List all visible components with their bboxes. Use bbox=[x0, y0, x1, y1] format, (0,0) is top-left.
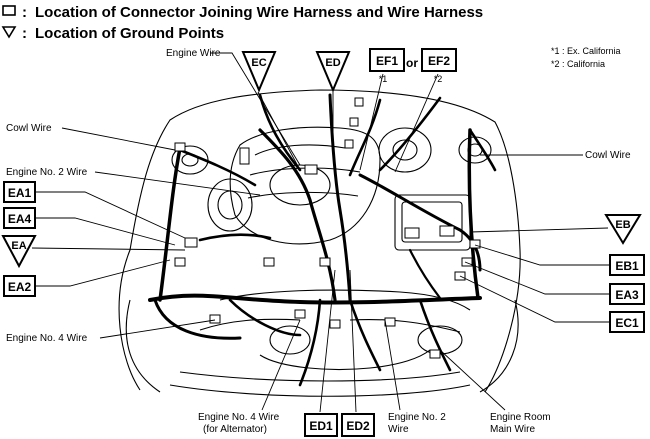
engine-bay-drawing bbox=[118, 89, 521, 397]
ea4-tag-text: EA4 bbox=[8, 212, 32, 226]
engine-no2-wire-left-label: Engine No. 2 Wire bbox=[6, 167, 88, 178]
ec-tag-text: EC bbox=[251, 57, 266, 69]
ea-tag-text: EA bbox=[11, 240, 26, 252]
ground-point-eb: EB bbox=[604, 214, 642, 245]
connector-square-icon bbox=[2, 5, 16, 16]
connector-ef1: EF1 bbox=[369, 48, 405, 72]
ground-point-ec: EC bbox=[241, 51, 277, 93]
ea3-tag-text: EA3 bbox=[615, 288, 639, 302]
or-text: or bbox=[406, 56, 418, 70]
ed2-tag-text: ED2 bbox=[346, 419, 370, 433]
ef1-tag-text: EF1 bbox=[376, 54, 398, 68]
ef2-note: *2 bbox=[434, 74, 443, 84]
ground-triangle-icon bbox=[1, 26, 17, 39]
ground-point-ea: EA bbox=[1, 235, 37, 269]
engine-no4-wire-label: Engine No. 4 Wire bbox=[6, 333, 88, 344]
ed1-tag-text: ED1 bbox=[309, 419, 333, 433]
ec1-tag-text: EC1 bbox=[615, 316, 639, 330]
engine-wire-label: Engine Wire bbox=[166, 48, 221, 59]
connector-ec1: EC1 bbox=[609, 311, 645, 333]
eb-tag-text: EB bbox=[615, 219, 630, 231]
connector-ef2: EF2 bbox=[421, 48, 457, 72]
engine-no2-bottom-label-line2: Wire bbox=[388, 424, 409, 435]
leader-lines bbox=[31, 52, 610, 413]
legend-ground-colon: : bbox=[22, 25, 27, 42]
legend-ground-text: Location of Ground Points bbox=[35, 25, 224, 42]
ed-tag-text: ED bbox=[325, 57, 340, 69]
note-1-text: : Ex. California bbox=[562, 46, 621, 56]
connector-blocks bbox=[174, 97, 481, 359]
engine-no4-alt-label-line1: Engine No. 4 Wire bbox=[198, 412, 280, 423]
connector-ea2: EA2 bbox=[3, 275, 36, 297]
cowl-wire-left-label: Cowl Wire bbox=[6, 123, 52, 134]
ef1-note: *1 bbox=[379, 74, 388, 84]
connector-ea3: EA3 bbox=[609, 283, 645, 305]
legend-ground-row: : Location of Ground Points bbox=[1, 25, 224, 42]
ea2-tag-text: EA2 bbox=[8, 280, 32, 294]
note-2-mark: *2 bbox=[551, 59, 560, 69]
connector-ed2: ED2 bbox=[341, 413, 375, 437]
legend-connector-colon: : bbox=[22, 4, 27, 21]
connector-eb1: EB1 bbox=[609, 254, 645, 276]
ef2-tag-text: EF2 bbox=[428, 54, 450, 68]
note-1-mark: *1 bbox=[551, 46, 560, 56]
note-2-text: : California bbox=[562, 59, 605, 69]
connector-ea4: EA4 bbox=[3, 207, 36, 229]
eb1-tag-text: EB1 bbox=[615, 259, 639, 273]
ground-point-ed: ED bbox=[315, 51, 351, 93]
engine-no2-bottom-label-line1: Engine No. 2 bbox=[388, 412, 446, 423]
wire-harness-paths bbox=[148, 93, 497, 387]
ea1-tag-text: EA1 bbox=[8, 186, 32, 200]
cowl-wire-right-label: Cowl Wire bbox=[585, 150, 631, 161]
connector-ed1: ED1 bbox=[304, 413, 338, 437]
connector-ea1: EA1 bbox=[3, 181, 36, 203]
legend-connector-row: : Location of Connector Joining Wire Har… bbox=[2, 4, 483, 21]
legend-connector-text: Location of Connector Joining Wire Harne… bbox=[35, 4, 483, 21]
engine-no4-alt-label-line2: (for Alternator) bbox=[203, 424, 267, 435]
engine-room-label-line2: Main Wire bbox=[490, 424, 535, 435]
engine-room-label-line1: Engine Room bbox=[490, 412, 551, 423]
